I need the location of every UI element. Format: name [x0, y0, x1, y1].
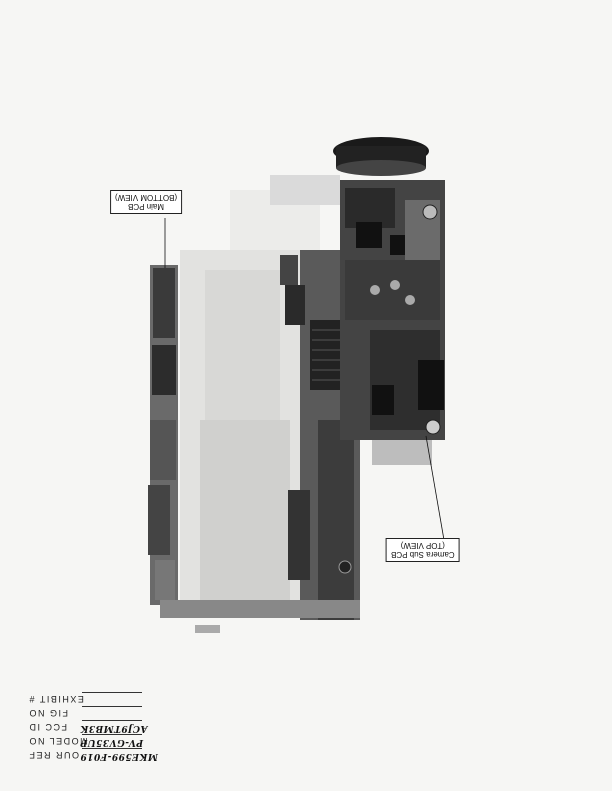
fig-underline [82, 706, 142, 707]
exhibit-row: EXHIBIT # [28, 691, 193, 704]
exhibit-label: EXHIBIT # [28, 694, 84, 704]
camera-sub-pcb-callout: Camera Sub PCB (TOP VIEW) [386, 538, 460, 562]
main-pcb-callout-line1: Main PCB [128, 202, 165, 211]
fcc-label: FCC ID [28, 722, 67, 732]
model-underline [82, 734, 142, 735]
ref-value: MKE599-F019 [80, 751, 158, 761]
model-label: MODEL NO [28, 736, 88, 746]
model-value: PV-GV35UP [80, 737, 144, 747]
fcc-row: FCC ID ACJ9TMB3K [28, 719, 193, 733]
connector-strip [288, 490, 310, 580]
sub-pcb-leader-line [425, 435, 445, 541]
ref-row: OUR REF MKE599-F019 [28, 747, 193, 761]
ref-label: OUR REF [28, 750, 79, 760]
fig-row: FIG NO [28, 705, 193, 718]
exhibit-underline [82, 692, 142, 693]
exhibit-info-block: EXHIBIT # FIG NO FCC ID ACJ9TMB3K MODEL … [28, 690, 193, 770]
sub-pcb-chip-2 [418, 360, 444, 410]
camera-sub-pcb-callout-line1: Camera Sub PCB [391, 550, 455, 559]
ref-underline [82, 748, 142, 749]
fcc-value: ACJ9TMB3K [80, 723, 148, 733]
fcc-underline [82, 720, 142, 721]
fig-label: FIG NO [28, 708, 68, 718]
sub-pcb-chip-1 [356, 222, 382, 248]
main-pcb-callout: Main PCB (BOTTOM VIEW) [110, 190, 183, 214]
model-row: MODEL NO PV-GV35UP [28, 733, 193, 747]
camera-sub-pcb-callout-line2: (TOP VIEW) [400, 541, 445, 550]
main-pcb-callout-line2: (BOTTOM VIEW) [115, 193, 178, 202]
